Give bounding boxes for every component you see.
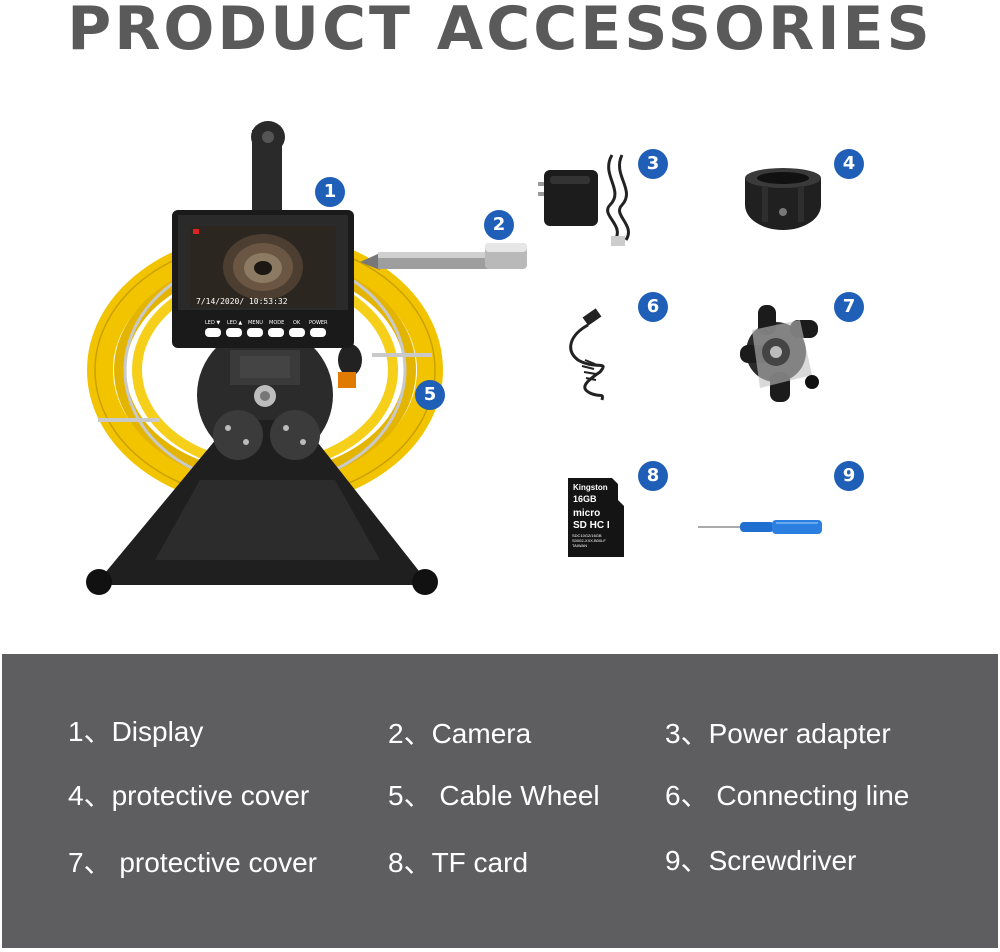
display-monitor: 7/14/2020/ 10:53:32 LED ▼ LED ▲ MENU MOD… — [172, 210, 354, 348]
svg-text:SD HC I: SD HC I — [573, 520, 610, 531]
badge-6: 6 — [638, 292, 668, 322]
badge-3: 3 — [638, 149, 668, 179]
button-label-power: POWER — [309, 320, 328, 326]
connecting-line-cable — [569, 308, 605, 401]
button-mode[interactable] — [268, 328, 284, 337]
screen-datetime: 7/14/2020/ 10:53:32 — [196, 297, 288, 306]
foot-left — [86, 569, 112, 595]
page-title: PRODUCT ACCESSORIES — [67, 0, 933, 64]
legend-item-power-adapter: 3、Power adapter — [665, 718, 891, 749]
protective-cover-skid — [740, 305, 819, 402]
legend-item-camera: 2、Camera — [388, 718, 532, 749]
button-label-ok: OK — [293, 320, 301, 326]
monitor-buttons: LED ▼ LED ▲ MENU MODE OK POWER — [205, 320, 328, 337]
power-adapter — [538, 154, 630, 246]
tf-card-code-3: TAIWAN — [572, 543, 587, 548]
tf-card-code-1: SDC10G2/16GB — [572, 533, 602, 538]
tf-card-code-2: S0002-XXX.B00LF — [572, 538, 606, 543]
legend-item-display: 1、Display — [68, 716, 204, 747]
button-label-mode: MODE — [269, 320, 284, 326]
accessories-legend-panel: 1、Display 2、Camera 3、Power adapter 4、pro… — [2, 654, 998, 948]
badge-2: 2 — [484, 210, 514, 240]
button-led-up[interactable] — [226, 328, 242, 337]
badge-7: 7 — [834, 292, 864, 322]
button-label-menu: MENU — [248, 320, 263, 326]
button-power[interactable] — [310, 328, 326, 337]
legend-item-cable-wheel: 5、 Cable Wheel — [388, 780, 600, 811]
badge-5: 5 — [415, 380, 445, 410]
button-ok[interactable] — [289, 328, 305, 337]
product-illustration: 7/14/2020/ 10:53:32 LED ▼ LED ▲ MENU MOD… — [86, 121, 822, 595]
screwdriver — [698, 520, 822, 534]
legend-item-connecting-line: 6、 Connecting line — [665, 780, 910, 811]
tf-card: Kingston 16GB micro SD HC I SDC10G2/16GB… — [568, 478, 624, 557]
legend-item-protective-cover-4: 4、protective cover — [68, 780, 310, 811]
badge-4: 4 — [834, 149, 864, 179]
badge-8: 8 — [638, 461, 668, 491]
tf-card-capacity: 16GB — [573, 494, 597, 504]
protective-cover-ring — [745, 168, 821, 230]
svg-text:micro: micro — [573, 508, 600, 519]
legend-item-tf-card: 8、TF card — [388, 847, 529, 878]
badge-1: 1 — [315, 177, 345, 207]
button-menu[interactable] — [247, 328, 263, 337]
badge-9: 9 — [834, 461, 864, 491]
button-led-down[interactable] — [205, 328, 221, 337]
legend-item-protective-cover-7: 7、 protective cover — [68, 847, 317, 878]
foot-right — [412, 569, 438, 595]
camera-probe — [360, 243, 527, 270]
button-label-led-down: LED ▼ — [205, 320, 220, 326]
cable-reel-unit — [86, 121, 443, 595]
legend-item-screwdriver: 9、Screwdriver — [665, 845, 857, 876]
tf-card-brand: Kingston — [573, 483, 608, 492]
button-label-led-up: LED ▲ — [227, 320, 242, 326]
